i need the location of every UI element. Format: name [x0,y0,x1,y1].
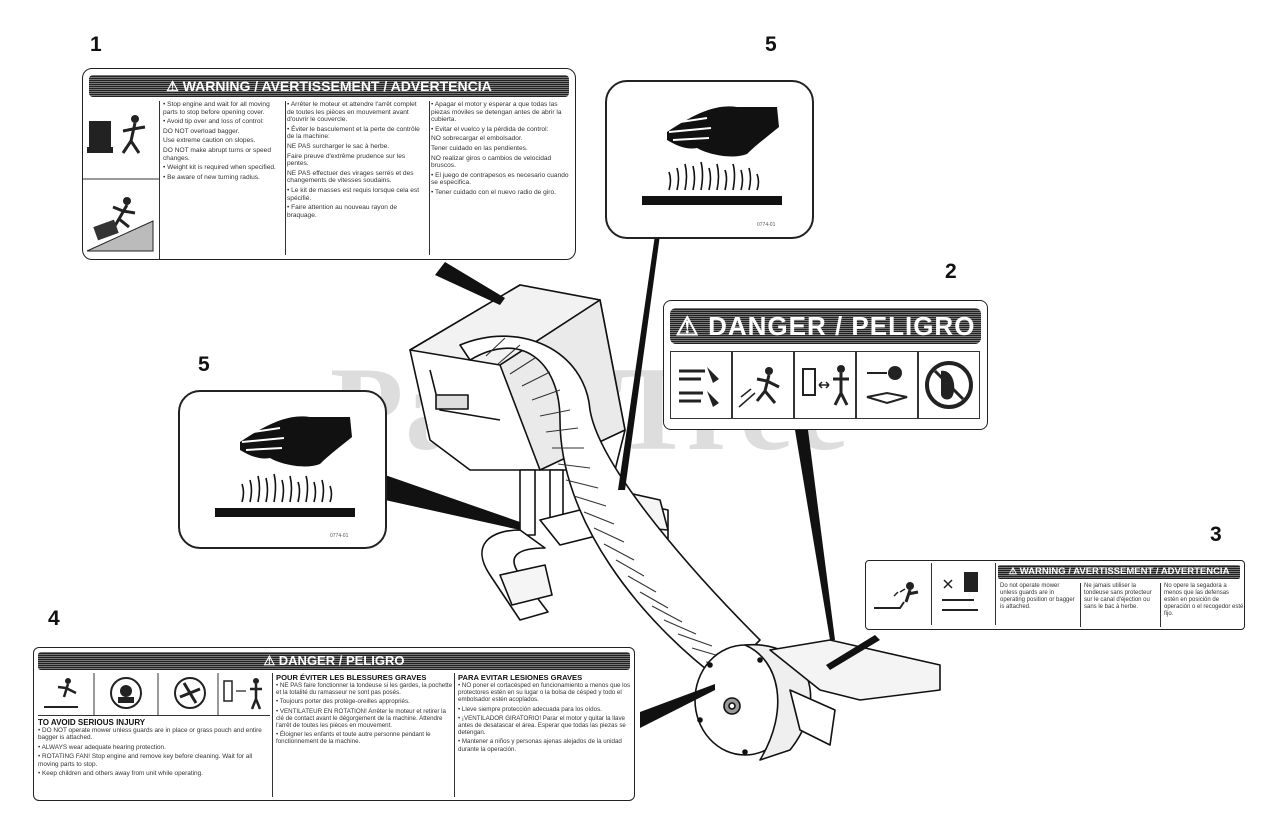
decal-1-es-line: NO realizar giros o cambios de velocidad… [431,154,552,170]
decal-4-en-line: • DO NOT operate mower unless guards are… [38,727,262,742]
decal-3-es: No opere la segadora a menos que las def… [1160,583,1244,627]
decal-4-es-line: • Mantener a niños y personas ajenas ale… [458,738,622,753]
decal-4-en-line: • ALWAYS wear adequate hearing protectio… [38,743,166,751]
frame-stand [519,469,536,536]
decal-4-fr-line: • Toujours porter des protège-oreilles a… [276,698,410,706]
thrown-objects-icon [44,678,78,708]
decal-1-fr-line: • Le kit de masses est requis lorsque ce… [287,186,420,202]
decal-1-fr-line: Faire preuve d'extrême prudence sur les … [287,152,406,168]
decal-4-en-line: • ROTATING FAN! Stop engine and remove k… [38,753,253,768]
decal-1-en-line: DO NOT make abrupt turns or speed change… [163,146,271,162]
decal-3-fr: Ne jamais utiliser la tondeuse sans prot… [1080,583,1160,627]
decal-5-hot-surface-left: 0774-01 [178,390,387,549]
decal-4-pictograms [38,673,270,716]
callout-1: 1 [90,33,102,56]
keep-distance-icon [223,678,262,710]
decal-2-danger: ⚠ DANGER / PELIGRO [663,300,988,430]
decal-1-fr-line: • Faire attention au nouveau rayon de br… [287,204,398,219]
keep-distance-icon [794,351,856,419]
decal-4-fr-line: • Éloigner les enfants et toute autre pe… [276,731,431,746]
callout-3: 3 [1210,523,1222,546]
decal-4-fr-title: POUR ÉVITER LES BLESSURES GRAVES [276,673,427,682]
decal-4-es-line: • Lleve siempre protección adecuada para… [458,705,602,713]
decal-1-es-line: Tener cuidado en las pendientes. [431,144,528,152]
no-step-foot-icon [918,351,980,419]
decal-4-danger: ⚠ DANGER / PELIGRO TO AVOID SERIOUS INJU… [33,647,635,801]
decal-1-fr-line: NE PAS effectuer des virages serrés et d… [287,169,414,185]
decal-5-code: 0774-01 [757,222,776,228]
decal-1-fr-line: • Éviter le basculement et la perte de c… [287,125,420,141]
decal-4-header: ⚠ DANGER / PELIGRO [38,652,630,670]
foot-hand-blade-icon [670,351,732,419]
decal-5-hot-surface-top: 0774-01 [605,80,814,239]
rotating-fan-icon [174,677,206,709]
decal-1-es-line: NO sobrecargar el embolsador. [431,135,523,143]
decal-1-english: • Stop engine and wait for all moving pa… [163,101,286,255]
thrown-objects-icon [868,563,932,625]
guard-installed-icon [932,563,996,625]
decal-4-es-title: PARA EVITAR LESIONES GRAVES [458,673,583,682]
decal-4-fr-line: • VENTILATEUR EN ROTATION! Arrêter le mo… [276,707,446,730]
decal-5-code: 0774-01 [330,533,349,539]
decal-1-en-line: • Stop engine and wait for all moving pa… [163,101,270,116]
decal-4-fr-line: • NE PAS faire fonctionner la tondeuse s… [276,682,453,697]
decal-4-english: TO AVOID SERIOUS INJURY • DO NOT operate… [38,718,270,796]
decal-1-fr-line: • Arrêter le moteur et attendre l'arrêt … [287,101,417,124]
decal-4-en-line: • Keep children and others away from uni… [38,770,203,778]
remove-key-manual-icon [856,351,918,419]
thrown-objects-icon [732,351,794,419]
decal-1-spanish: • Apagar el motor y esperar a que todas … [431,101,569,255]
decal-3-warning: ⚠ WARNING / AVERTISSEMENT / ADVERTENCIA … [865,560,1245,630]
decal-1-en-line: Use extreme caution on slopes. [163,137,256,145]
decal-4-es-line: • ¡VENTILADOR GIRATORIO! Parar el motor … [458,714,626,737]
decal-4-es-line: • NO poner el cortacésped en funcionamie… [458,682,631,704]
callout-2: 2 [945,260,957,283]
decal-3-header: ⚠ WARNING / AVERTISSEMENT / ADVERTENCIA [998,565,1240,579]
decal-1-es-line: • Apagar el motor y esperar a que todas … [431,101,562,124]
callout-5-left: 5 [198,353,210,376]
decal-1-header: ⚠ WARNING / AVERTISSEMENT / ADVERTENCIA [89,75,569,97]
decal-1-en-line: • Be aware of new turning radius. [163,173,260,181]
decal-1-en-line: • Weight kit is required when specified. [163,164,276,172]
hot-surface-icon [642,106,782,205]
hand-entanglement-icon [83,115,159,252]
hose [459,335,761,681]
decal-4-spanish: PARA EVITAR LESIONES GRAVES • NO poner e… [454,673,632,797]
callout-4: 4 [48,607,60,630]
decal-1-french: • Arrêter le moteur et attendre l'arrêt … [287,101,430,255]
hearing-protection-icon [110,677,142,709]
decal-1-fr-line: NE PAS surcharger le sac à herbe. [287,142,390,150]
decal-4-french: POUR ÉVITER LES BLESSURES GRAVES • NE PA… [272,673,454,797]
decal-4-en-title: TO AVOID SERIOUS INJURY [38,718,146,727]
hot-surface-icon [215,416,355,517]
decal-1-warning: ⚠ WARNING / AVERTISSEMENT / ADVERTENCIA … [82,68,576,260]
decal-3-en: Do not operate mower unless guards are i… [1000,583,1075,610]
decal-1-en-line: • Avoid tip over and loss of control: [163,118,264,126]
callout-5-top: 5 [765,33,777,56]
decal-1-pictograms [83,101,160,259]
decal-1-es-line: • El juego de contrapesos es necesario c… [431,171,569,187]
decal-1-es-line: • Tener cuidado con el nuevo radio de gi… [431,188,556,196]
decal-2-header: ⚠ DANGER / PELIGRO [670,308,981,344]
decal-1-es-line: • Evitar el vuelco y la pérdida de contr… [431,125,549,133]
decal-1-en-line: DO NOT overload bagger. [163,127,240,135]
